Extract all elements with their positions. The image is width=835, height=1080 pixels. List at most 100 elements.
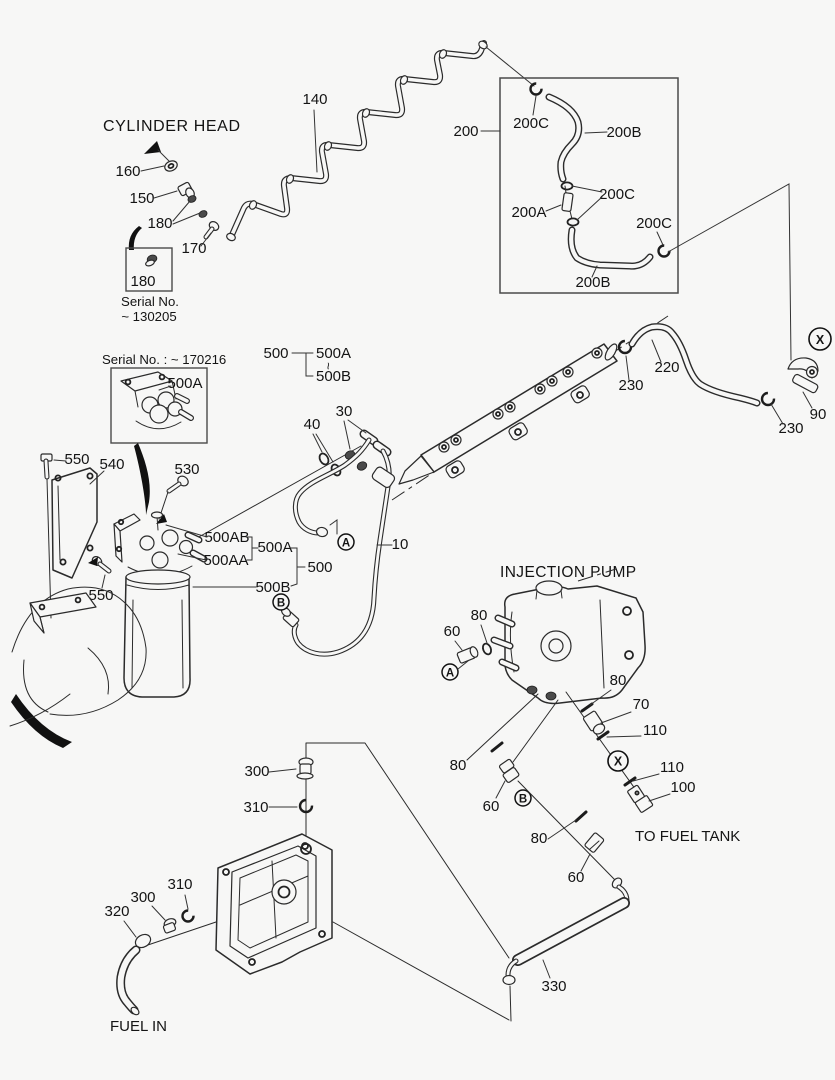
callout-110-b: 110 <box>660 759 684 776</box>
callout-230-right: 230 <box>778 420 803 437</box>
legend-500-label: 500 <box>263 345 288 362</box>
callout-200C-right: 200C <box>636 215 672 232</box>
pipe-clamp-block <box>371 466 396 489</box>
callout-220: 220 <box>654 359 679 376</box>
gasket-110-a <box>596 730 610 741</box>
mount-bracket-540 <box>51 467 98 579</box>
pump-solenoid <box>535 580 563 596</box>
pipe-union-nut <box>226 232 236 242</box>
filter-head-art <box>113 511 208 576</box>
callout-90: 90 <box>810 406 827 423</box>
banjo-bolt-70 <box>582 710 606 735</box>
pump-fitting-a-group: 60 80 A <box>441 607 493 681</box>
feed-line-b-group: 80 60 B 80 60 <box>450 693 617 886</box>
front-plate-group: 300 310 <box>215 742 510 1021</box>
fuel-pipes-group: 40 30 A B 10 <box>272 403 408 657</box>
callout-300-left: 300 <box>130 889 155 906</box>
callout-330: 330 <box>541 978 566 995</box>
rail-mount-tabs <box>445 385 590 479</box>
banjo-fitting-90 <box>787 357 819 394</box>
connection-marker-a-2: A <box>441 663 459 681</box>
callout-500A-inset: 500A <box>167 375 202 392</box>
engine-block-fragment <box>9 586 147 748</box>
fitting-300-top <box>296 757 314 780</box>
plate-leader-line <box>305 742 510 959</box>
callout-80-d: 80 <box>531 830 548 847</box>
b-leader-2 <box>512 699 559 763</box>
rail-group: 220 230 230 90 X <box>391 315 832 501</box>
connection-marker-b-2: B <box>514 789 532 807</box>
clamp-310-left <box>181 909 195 923</box>
svg-text:X: X <box>614 755 623 769</box>
connection-marker-b-1: B <box>272 593 290 611</box>
callout-180: 180 <box>147 215 172 232</box>
bolt-550-bottom <box>88 556 112 574</box>
pipe-a-end-nut <box>315 526 329 538</box>
clamp-230-left <box>617 339 633 355</box>
callout-100: 100 <box>670 779 695 796</box>
joint-200A <box>561 185 574 220</box>
callout-160: 160 <box>115 163 140 180</box>
callout-110-a: 110 <box>643 722 667 739</box>
callout-80-c: 80 <box>450 757 467 774</box>
callout-500A-main: 500A <box>257 539 292 556</box>
b-leader-1 <box>466 693 539 761</box>
bolt-530-arrow <box>156 514 167 524</box>
callout-200C: 200C <box>513 115 549 132</box>
filter-head-inset-art <box>120 371 194 430</box>
hose-330-bottom-nut <box>502 974 516 986</box>
clamp-200c-right <box>657 244 671 258</box>
callout-550-top: 550 <box>64 451 89 468</box>
gasket-80-a <box>481 642 493 656</box>
legend-500: 500 500A 500B ~ <box>263 345 351 385</box>
bolt-axis-line <box>46 478 52 619</box>
connection-marker-x-1: X <box>808 327 832 351</box>
callout-500AA: 500AA <box>203 552 248 569</box>
connection-marker-x-2: X <box>607 750 629 772</box>
callout-500B: 500B <box>255 579 290 596</box>
banjo-bolt-60-b <box>498 758 520 783</box>
sleeve-nut-60-c <box>584 832 605 853</box>
hose-clip-100 <box>627 784 654 813</box>
hose-320 <box>116 933 152 1016</box>
svg-text:A: A <box>342 538 350 550</box>
callout-500AB: 500AB <box>204 529 249 546</box>
inset-swoosh-2 <box>134 443 150 515</box>
callout-70: 70 <box>633 696 650 713</box>
up-arrow-icon <box>144 141 161 154</box>
callout-170: 170 <box>181 240 206 257</box>
callout-80-b: 80 <box>610 672 627 689</box>
washer-40-a <box>318 452 330 466</box>
callout-60-b: 60 <box>483 798 500 815</box>
callout-530: 530 <box>174 461 199 478</box>
hose-330-axis <box>509 985 512 1022</box>
serial-2-label: Serial No. : ~ 170216 <box>102 352 226 367</box>
pump-inlet-bosses <box>490 614 520 672</box>
connection-marker-a-1: A <box>337 533 355 551</box>
leader-to-overflow-box <box>485 46 535 87</box>
svg-text:A: A <box>446 668 454 680</box>
callout-200A: 200A <box>511 204 546 221</box>
bolt-550-top <box>40 453 53 480</box>
rail-ports <box>438 347 603 453</box>
rail-end-nozzle <box>398 455 435 485</box>
legend-500A-label: 500A <box>316 345 351 362</box>
callout-200: 200 <box>453 123 478 140</box>
filter-bracket-group: 550 540 530 550 <box>40 451 200 619</box>
feed-axis <box>517 780 617 882</box>
callout-200B: 200B <box>606 124 641 141</box>
fitting-150 <box>177 181 195 199</box>
fuel-in-label: FUEL IN <box>110 1018 167 1035</box>
return-line-group: X 80 70 110 110 100 TO FUEL TANK <box>565 672 740 845</box>
serial-inset-box-2-group: Serial No. : ~ 170216 500A <box>102 352 226 515</box>
legend-tilde: ~ <box>321 362 336 370</box>
callout-60-a: 60 <box>444 623 461 640</box>
inset-box-200 <box>499 77 679 294</box>
callout-30: 30 <box>336 403 353 420</box>
callout-230-left: 230 <box>618 377 643 394</box>
gasket-200c-mid-2 <box>566 217 580 227</box>
svg-text:B: B <box>277 598 285 610</box>
filter-to-rail-line <box>196 445 362 539</box>
gasket-110-b <box>623 776 637 787</box>
